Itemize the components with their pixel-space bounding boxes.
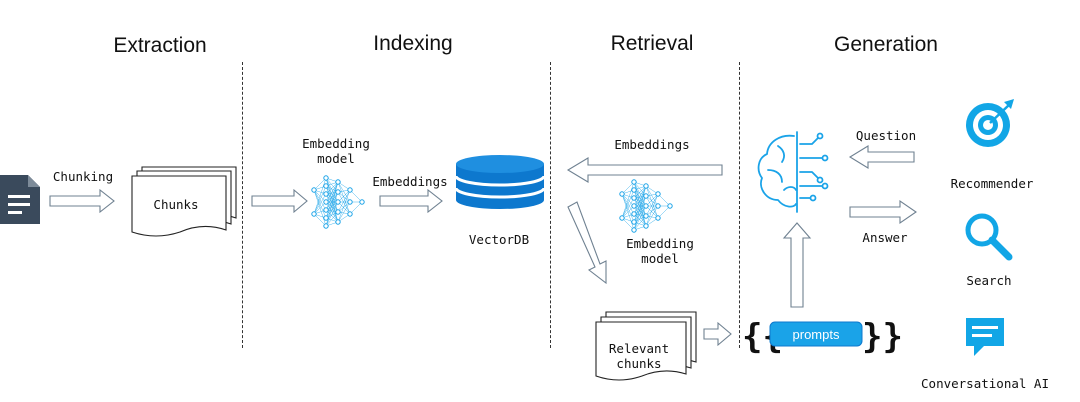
chat-icon [966,318,1004,356]
embedding-model-line1: Embedding [302,136,370,151]
vectordb-label: VectorDB [468,232,530,247]
target-icon [966,99,1014,147]
stage-title-retrieval: Retrieval [610,32,694,55]
separator-retrieval-generation [739,62,740,348]
question-label: Question [855,128,917,143]
relevant-chunks-line2: chunks [616,356,662,371]
neural-network-icon-retrieval [619,179,673,233]
relevant-chunks-stack-icon [595,311,697,381]
relevant-chunks-label: Relevant chunks [609,341,669,371]
neural-network-icon [311,175,365,229]
chunking-label: Chunking [52,169,114,184]
answer-label: Answer [862,230,908,245]
arrow-question [848,145,915,169]
embedding-model-label: Embedding model [302,136,370,166]
embedding-model-line2: model [317,151,355,166]
document-icon [0,175,40,224]
chunks-stack-icon [131,166,237,237]
separator-extraction-indexing [242,62,243,348]
retrieval-embedding-model-line2: model [641,251,679,266]
arrow-to-prompts [703,321,732,347]
search-label: Search [966,273,1012,288]
brain-circuit-icon [757,131,829,213]
relevant-chunks-line1: Relevant [608,341,670,356]
arrow-answer [849,199,917,225]
stage-title-extraction: Extraction [113,34,207,57]
embeddings-label: Embeddings [372,174,448,189]
chunks-label: Chunks [153,197,199,212]
arrow-to-embedding-model [251,188,308,214]
arrow-prompts-to-llm [782,222,812,308]
arrow-to-relevant-chunks [567,201,607,285]
stage-title-generation: Generation [834,33,938,56]
arrow-embeddings-to-vectordb [379,188,443,214]
retrieval-embedding-model-line1: Embedding [626,236,694,251]
stage-title-indexing: Indexing [373,32,453,55]
database-icon [454,155,546,209]
prompts-label: prompts [793,327,840,342]
recommender-label: Recommender [950,176,1034,191]
arrow-chunking [49,188,115,214]
prompts-brace-right: }} [862,317,903,357]
separator-indexing-retrieval [550,62,551,348]
conversational-ai-label: Conversational AI [921,376,1049,391]
search-icon [965,213,1013,261]
retrieval-embedding-model-label: Embedding model [626,236,694,266]
prompts-pill [769,321,863,347]
arrow-query-embeddings [566,157,723,183]
retrieval-embeddings-label: Embeddings [614,137,690,152]
